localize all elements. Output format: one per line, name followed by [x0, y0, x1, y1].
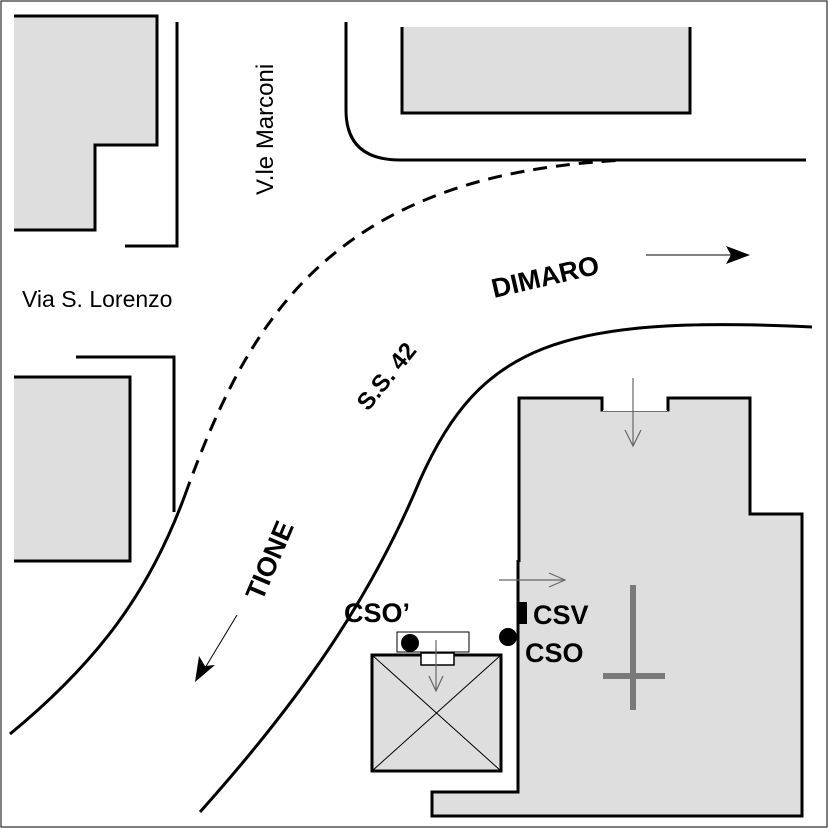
street-label-marconi: V.le Marconi [252, 64, 279, 195]
building-left [14, 375, 132, 563]
arrow-dimaro-icon [646, 246, 750, 264]
curb-top-left [125, 22, 179, 248]
road-edge-upper-dashed [183, 158, 626, 496]
church-notch [603, 398, 667, 411]
church-curb-gap [517, 396, 802, 562]
cross-icon [603, 585, 665, 710]
road-edge-lower [198, 323, 813, 813]
cso-marker-icon [499, 628, 517, 646]
arrow-outflow-icon [499, 572, 567, 588]
marker-label-cso-prime: CSO’ [344, 598, 410, 628]
curb-top-corner [344, 22, 806, 162]
arrow-small-building-icon [428, 640, 444, 693]
csv-marker-icon [518, 602, 527, 624]
road-edge-upper [9, 494, 187, 736]
cso-prime-marker-icon [401, 634, 419, 652]
building-top-left [14, 14, 159, 232]
arrow-tione-icon [195, 614, 238, 682]
marker-label-cso: CSO [525, 638, 584, 668]
building-top-center [400, 27, 692, 115]
arrow-church-inflow-icon [624, 378, 642, 448]
street-label-lorenzo: Via S. Lorenzo [22, 286, 172, 312]
marker-label-csv: CSV [533, 600, 589, 630]
curb-left [76, 355, 176, 512]
